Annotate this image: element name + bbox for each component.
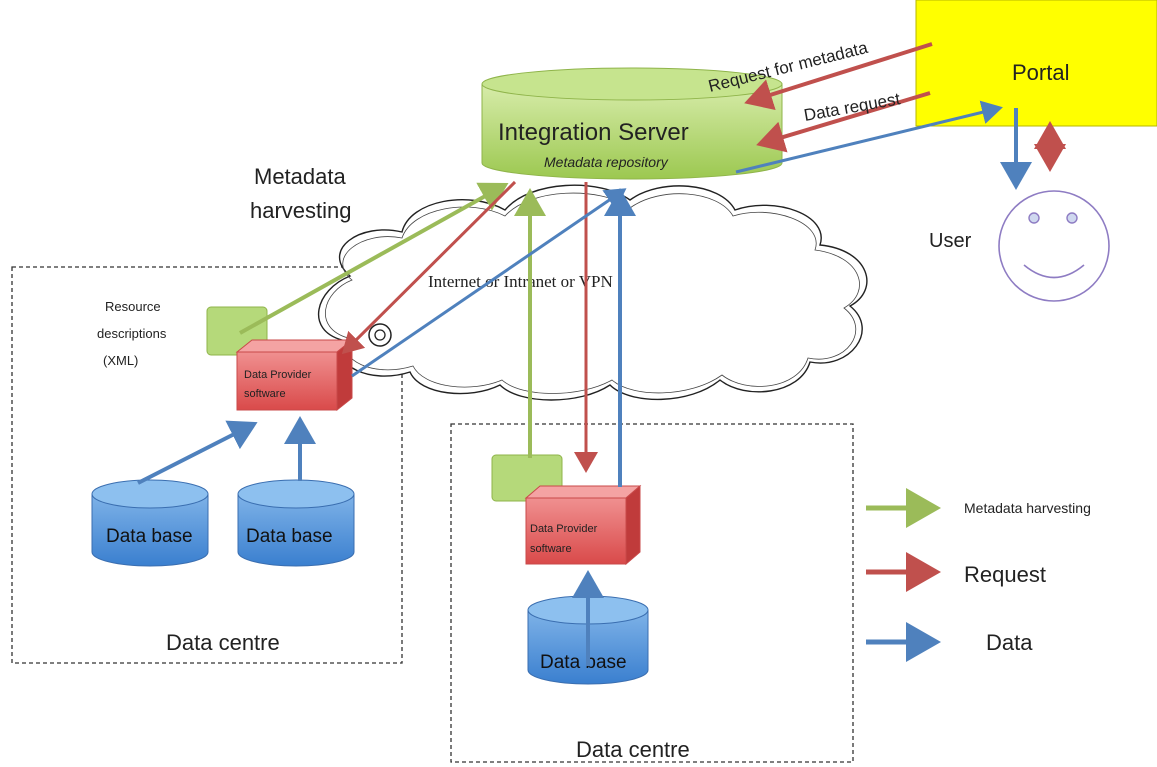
cloud-label: Internet or Intranet or VPN <box>428 272 613 291</box>
data-request-label: Data request <box>802 89 901 125</box>
portal-box <box>915 0 1157 127</box>
legend-request-label: Request <box>964 562 1046 587</box>
network-connector-icon <box>368 323 392 347</box>
server-subtitle: Metadata repository <box>544 154 669 170</box>
bottom-centre-label: Data centre <box>576 737 690 762</box>
bottom-data-provider-cube <box>524 484 642 566</box>
harvest-label-line2: harvesting <box>250 198 352 223</box>
bottom-provider-label-line2: software <box>530 543 572 555</box>
left-database-1 <box>91 479 209 567</box>
user-label: User <box>929 230 972 252</box>
network-cloud <box>317 184 868 401</box>
request-arrow-to-left-provider <box>341 180 517 355</box>
data-arrow-db1-to-provider <box>137 420 258 485</box>
left-db2-label: Data base <box>246 526 333 547</box>
left-database-2 <box>237 479 355 567</box>
resource-label-line3: (XML) <box>103 353 138 368</box>
legend-metadata-label: Metadata harvesting <box>964 500 1091 516</box>
data-arrow-server-to-portal <box>735 100 1003 174</box>
bottom-db-label: Data base <box>540 652 627 673</box>
data-request-arrow <box>756 91 931 153</box>
harvest-label-line1: Metadata <box>254 164 346 189</box>
resource-label-line2: descriptions <box>97 326 167 341</box>
left-data-provider-cube <box>235 338 354 412</box>
integration-server <box>481 67 783 180</box>
request-for-metadata-label: Request for metadata <box>706 38 870 96</box>
legend: Metadata harvesting Request Data <box>866 488 1091 662</box>
portal-label: Portal <box>1012 60 1069 85</box>
request-for-metadata-arrow <box>744 42 933 111</box>
user-face-icon <box>998 190 1110 302</box>
resource-label-line1: Resource <box>105 299 161 314</box>
left-centre-label: Data centre <box>166 630 280 655</box>
left-provider-label-line2: software <box>244 388 286 400</box>
left-data-centre-box <box>11 266 403 664</box>
server-title: Integration Server <box>498 119 689 146</box>
legend-data-label: Data <box>986 630 1033 655</box>
left-db1-label: Data base <box>106 526 193 547</box>
bottom-provider-label-line1: Data Provider <box>530 523 598 535</box>
bottom-data-centre-box <box>450 423 854 763</box>
harvest-arrow-left <box>239 182 509 335</box>
data-arrow-left-provider-to-server <box>351 188 627 378</box>
left-provider-label-line1: Data Provider <box>244 369 312 381</box>
